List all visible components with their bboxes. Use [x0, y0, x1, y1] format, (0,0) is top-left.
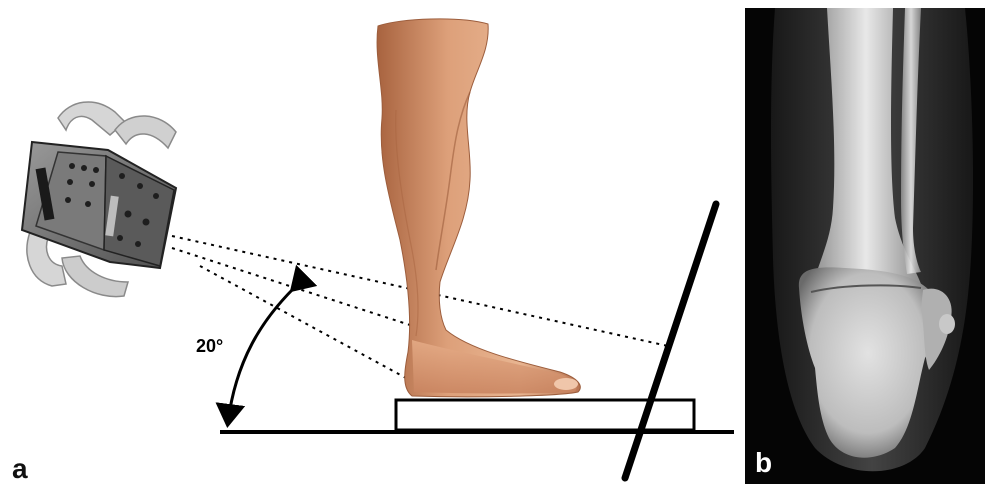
- x-ray-device-icon: [22, 102, 176, 297]
- panel-a-diagram: 20°: [0, 0, 745, 492]
- angle-arrow-icon: [228, 288, 294, 422]
- angle-label: 20°: [196, 336, 223, 356]
- foot-shading: [412, 340, 577, 394]
- panel-b-xray-image: [745, 8, 985, 484]
- panel-label-a: a: [12, 455, 28, 483]
- device-handle-top-right: [115, 116, 176, 148]
- leg-illustration: [377, 19, 580, 397]
- panel-label-b: b: [755, 449, 772, 477]
- xray-canvas: [745, 8, 985, 484]
- xray-sesamoid: [939, 314, 955, 334]
- beam-line-bottom: [200, 266, 406, 378]
- diagram-canvas: 20°: [0, 0, 745, 492]
- toe-highlight: [554, 378, 578, 390]
- detector-plate-line: [625, 204, 716, 478]
- leg-shape: [377, 19, 580, 397]
- beam-line-middle: [172, 248, 410, 325]
